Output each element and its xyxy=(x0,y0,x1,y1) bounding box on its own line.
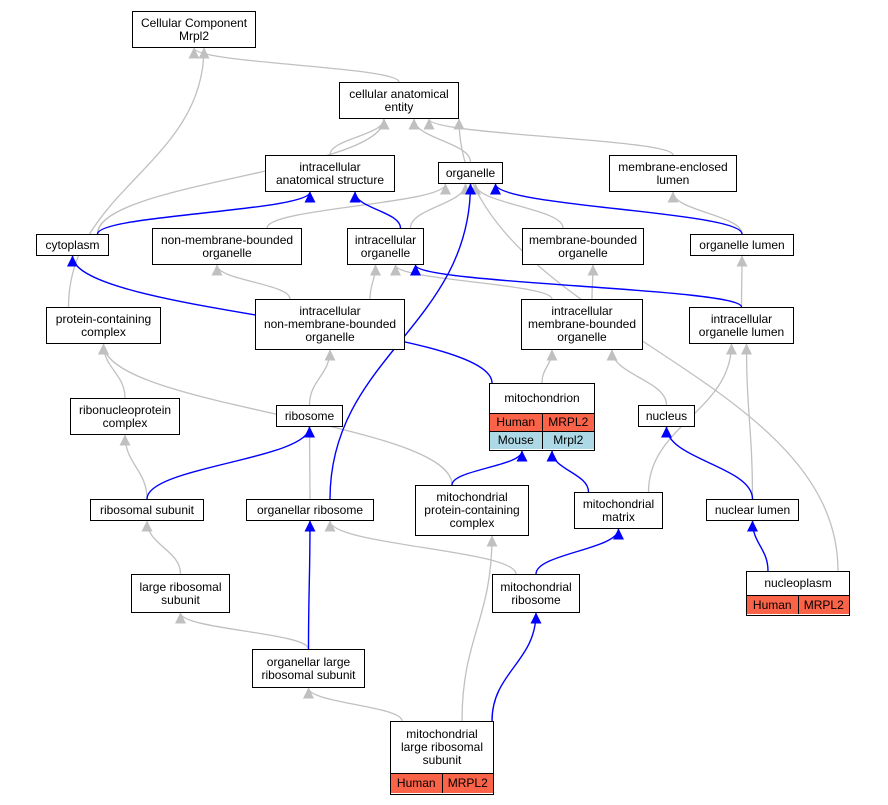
edge-is-a xyxy=(141,520,182,575)
node-organellar-large-ribosomal-subunit[interactable]: organellar large ribosomal subunit xyxy=(252,649,365,688)
node-intracellular-anatomical-structure[interactable]: intracellular anatomical structure xyxy=(265,155,395,192)
annotation-row-human: Human MRPL2 xyxy=(747,595,849,614)
edge-is-a xyxy=(736,255,748,308)
edge-part-of xyxy=(410,264,743,308)
node-cytoplasm[interactable]: cytoplasm xyxy=(36,234,109,256)
node-intracellular-membrane-bounded-organelle[interactable]: intracellular membrane-bounded organelle xyxy=(521,299,643,350)
edge-is-a xyxy=(211,264,291,300)
species-cell: Human xyxy=(396,776,436,790)
node-organellar-ribosome[interactable]: organellar ribosome xyxy=(246,499,374,521)
edge-part-of xyxy=(661,426,754,500)
edge-is-a xyxy=(390,264,553,300)
edge-is-a xyxy=(541,349,558,384)
node-organelle[interactable]: organelle xyxy=(438,162,503,184)
edge-part-of xyxy=(146,426,315,500)
species-cell: Mouse xyxy=(497,433,534,447)
node-label: mitochondrial large ribosomal subunit xyxy=(400,727,484,767)
edge-is-a xyxy=(96,118,390,235)
edge-is-a xyxy=(369,264,381,300)
node-intracellular-organelle-lumen[interactable]: intracellular organelle lumen xyxy=(689,307,794,344)
edge-is-a xyxy=(304,426,316,500)
gene-cell: Mrpl2 xyxy=(541,432,595,449)
node-cellular-component[interactable]: Cellular Component Mrpl2 xyxy=(132,11,256,48)
edge-part-of xyxy=(96,191,316,235)
edge-part-of xyxy=(304,520,316,650)
node-ribosome[interactable]: ribosome xyxy=(276,405,343,427)
edge-is-a xyxy=(329,118,390,156)
node-intracellular-non-membrane-bounded-organelle[interactable]: intracellular non-membrane-bounded organ… xyxy=(255,299,405,350)
edge-part-of xyxy=(490,183,743,235)
node-label: nucleoplasm xyxy=(764,576,832,590)
edge-is-a xyxy=(667,191,743,235)
edge-is-a xyxy=(303,687,403,722)
edge-is-a xyxy=(308,349,336,406)
annotation-row-human: Human MRPL2 xyxy=(391,773,493,793)
node-organelle-lumen[interactable]: organelle lumen xyxy=(690,234,794,256)
edge-is-a xyxy=(741,343,754,500)
edge-is-a xyxy=(423,118,674,156)
node-mitochondrial-matrix[interactable]: mitochondrial matrix xyxy=(574,492,663,529)
edge-is-a xyxy=(606,349,668,406)
node-nuclear-lumen[interactable]: nuclear lumen xyxy=(706,499,799,521)
node-ribosomal-subunit[interactable]: ribosomal subunit xyxy=(90,499,204,521)
edge-is-a xyxy=(587,264,599,300)
gene-cell: MRPL2 xyxy=(541,414,595,431)
node-nucleoplasm[interactable]: nucleoplasm Human MRPL2 xyxy=(746,571,850,616)
node-ribonucleoprotein-complex[interactable]: ribonucleoprotein complex xyxy=(70,398,180,435)
gene-cell: MRPL2 xyxy=(797,596,850,614)
edge-is-a xyxy=(408,118,472,163)
species-cell: Human xyxy=(496,415,536,429)
edge-is-a xyxy=(470,183,564,229)
edge-is-a xyxy=(453,118,839,572)
edge-is-a xyxy=(188,47,400,83)
node-intracellular-organelle[interactable]: intracellular organelle xyxy=(347,228,424,265)
node-nucleus[interactable]: nucleus xyxy=(638,405,695,427)
node-membrane-enclosed-lumen[interactable]: membrane-enclosed lumen xyxy=(609,155,737,192)
edge-is-a xyxy=(409,183,471,229)
edge-is-a xyxy=(175,612,310,650)
edge-is-a xyxy=(324,520,517,575)
edge-part-of xyxy=(491,612,542,722)
annotation-row-mouse: Mouse Mrpl2 xyxy=(490,431,594,449)
edge-part-of xyxy=(349,191,402,229)
edge-part-of xyxy=(451,450,528,486)
edge-is-a xyxy=(67,47,210,308)
gene-cell: MRPL2 xyxy=(441,774,494,793)
edge-part-of xyxy=(535,528,624,575)
annotation-row-human: Human MRPL2 xyxy=(490,413,594,431)
edge-is-a xyxy=(119,434,148,500)
node-mitochondrial-ribosome[interactable]: mitochondrial ribosome xyxy=(492,574,580,613)
edge-is-a xyxy=(266,183,451,229)
node-mitochondrial-large-ribosomal-subunit[interactable]: mitochondrial large ribosomal subunit Hu… xyxy=(390,721,494,795)
node-non-membrane-bounded-organelle[interactable]: non-membrane-bounded organelle xyxy=(152,228,302,265)
node-cellular-anatomical-entity[interactable]: cellular anatomical entity xyxy=(339,82,459,119)
node-label: mitochondrion xyxy=(504,391,580,405)
species-cell: Human xyxy=(752,597,792,612)
node-protein-containing-complex[interactable]: protein-containing complex xyxy=(46,307,161,344)
edge-is-a xyxy=(461,535,498,722)
node-large-ribosomal-subunit[interactable]: large ribosomal subunit xyxy=(131,574,230,613)
edge-is-a xyxy=(98,343,126,399)
node-mitochondrial-protein-containing-complex[interactable]: mitochondrial protein-containing complex xyxy=(415,485,529,536)
edge-part-of xyxy=(546,450,590,493)
node-membrane-bounded-organelle[interactable]: membrane-bounded organelle xyxy=(522,228,644,265)
edge-part-of xyxy=(747,520,769,572)
node-mitochondrion[interactable]: mitochondrion Human MRPL2 Mouse Mrpl2 xyxy=(489,383,595,451)
